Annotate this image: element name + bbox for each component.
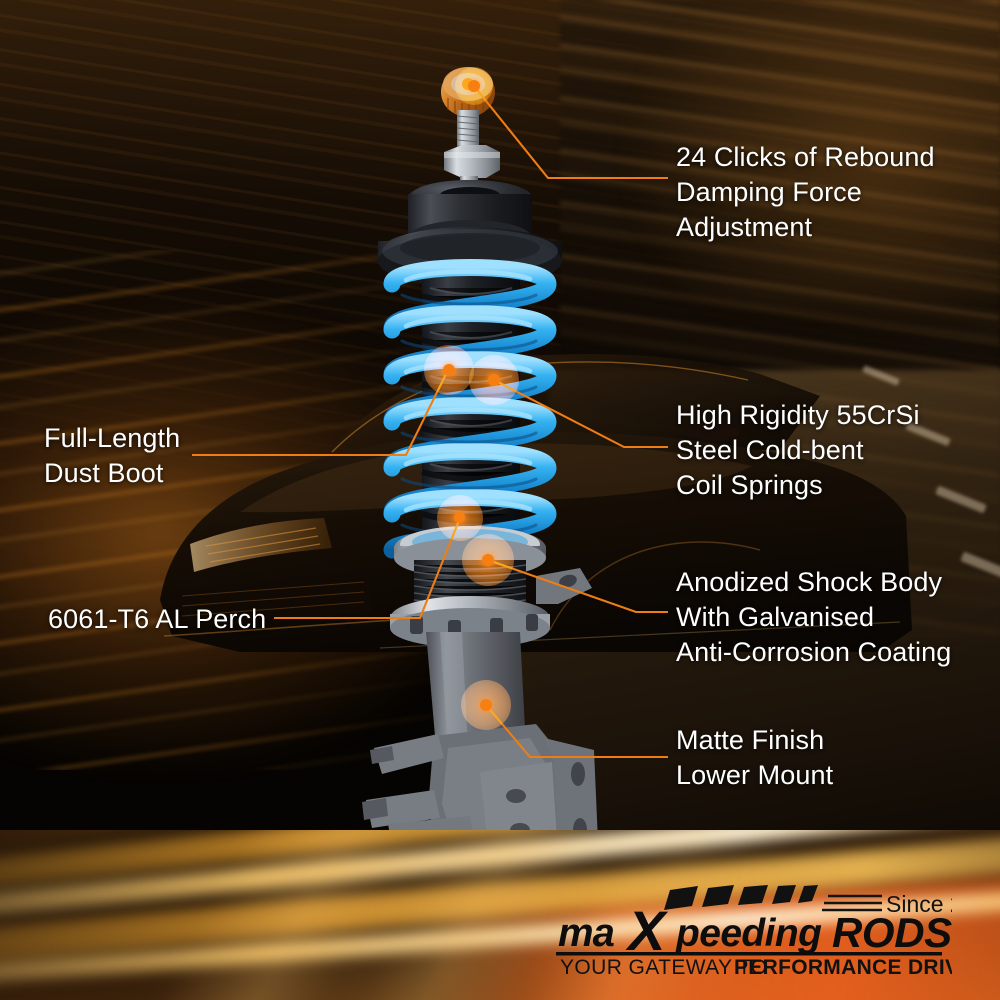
callout-dot-core [443,364,455,376]
callout-dust-boot: Full-Length Dust Boot [44,421,180,491]
callout-line: 24 Clicks of Rebound [676,142,935,172]
callout-line: Full-Length [44,423,181,453]
callout-line: Coil Springs [676,470,823,500]
callout-line: Adjustment [676,212,813,242]
svg-text:RODS: RODS [832,909,952,956]
callout-line: Damping Force [676,177,862,207]
background-glow-top-right [620,0,1000,300]
svg-text:PERFORMANCE DRIVING: PERFORMANCE DRIVING [734,956,952,978]
callout-line: Steel Cold-bent [676,435,864,465]
callout-line: 6061-T6 AL Perch [48,604,267,634]
callout-dot-core [482,554,494,566]
callout-line: Lower Mount [676,760,834,790]
callout-rebound: 24 Clicks of Rebound Damping Force Adjus… [676,140,935,245]
svg-text:X: X [625,899,669,962]
brand-logo: Since 2006 ma X peeding RODS YOUR GATEWA… [552,884,952,978]
callout-line: Anti-Corrosion Coating [676,637,952,667]
callout-line: High Rigidity 55CrSi [676,400,920,430]
callout-dot-core [480,699,492,711]
svg-text:YOUR GATEWAY TO: YOUR GATEWAY TO [560,956,767,978]
callout-line: Dust Boot [44,458,164,488]
callout-coil-springs: High Rigidity 55CrSi Steel Cold-bent Coi… [676,398,920,503]
callout-lower-mount: Matte Finish Lower Mount [676,723,833,793]
svg-text:ma: ma [558,911,615,955]
svg-text:Since 2006: Since 2006 [886,891,952,917]
callout-al-perch: 6061-T6 AL Perch [48,602,266,637]
callout-dot-core [454,512,465,523]
callout-dot-core [488,374,500,386]
coilover-product-image [330,48,670,858]
bottom-light-banner [0,830,1000,1000]
callout-shock-body: Anodized Shock Body With Galvanised Anti… [676,565,951,670]
callout-line: Anodized Shock Body [676,567,943,597]
callout-line: Matte Finish [676,725,825,755]
svg-text:peeding: peeding [675,912,822,955]
callout-line: With Galvanised [676,602,875,632]
callout-dot-core [468,80,480,92]
